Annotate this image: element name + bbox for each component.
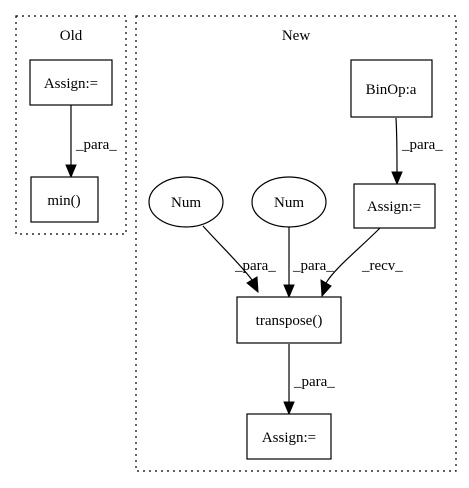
cluster-old: Old: [15, 15, 127, 235]
node-assign-recv[interactable]: Assign:=: [353, 183, 436, 229]
node-num-2[interactable]: Num: [251, 176, 327, 228]
edge-binop-to-assign: _para_: [391, 117, 443, 186]
edge-num2-to-transpose: _para_: [283, 226, 334, 299]
node-label: Assign:=: [44, 76, 98, 92]
node-label: Assign:=: [262, 430, 316, 446]
node-assign-out[interactable]: Assign:=: [246, 413, 332, 460]
edge-label: _para_: [75, 137, 117, 153]
node-label: Num: [274, 195, 304, 211]
node-label: BinOp:a: [366, 82, 417, 98]
edge-num1-to-transpose: _para_: [202, 225, 276, 294]
node-label: Num: [171, 195, 201, 211]
edge-label: _para_: [234, 258, 276, 274]
node-label: min(): [47, 193, 80, 209]
node-old-assign[interactable]: Assign:=: [29, 59, 113, 106]
edge-old-assign-to-min: _para_: [65, 105, 117, 179]
node-label: Assign:=: [367, 199, 421, 215]
edge-label: _para_: [292, 258, 334, 274]
node-binop[interactable]: BinOp:a: [350, 59, 433, 118]
edge-label: _para_: [401, 137, 443, 153]
cluster-new-label: New: [282, 28, 310, 44]
edge-assign-to-transpose: _recv_: [320, 227, 403, 298]
node-num-1[interactable]: Num: [148, 176, 224, 228]
node-transpose[interactable]: transpose(): [236, 296, 342, 344]
node-old-min[interactable]: min(): [30, 176, 99, 223]
cluster-old-label: Old: [60, 28, 83, 44]
edge-label: _recv_: [361, 258, 403, 274]
node-label: transpose(): [256, 313, 323, 329]
edge-label: _para_: [293, 374, 335, 390]
cluster-new: New: [135, 15, 457, 472]
edge-transpose-to-assign: _para_: [283, 344, 335, 416]
